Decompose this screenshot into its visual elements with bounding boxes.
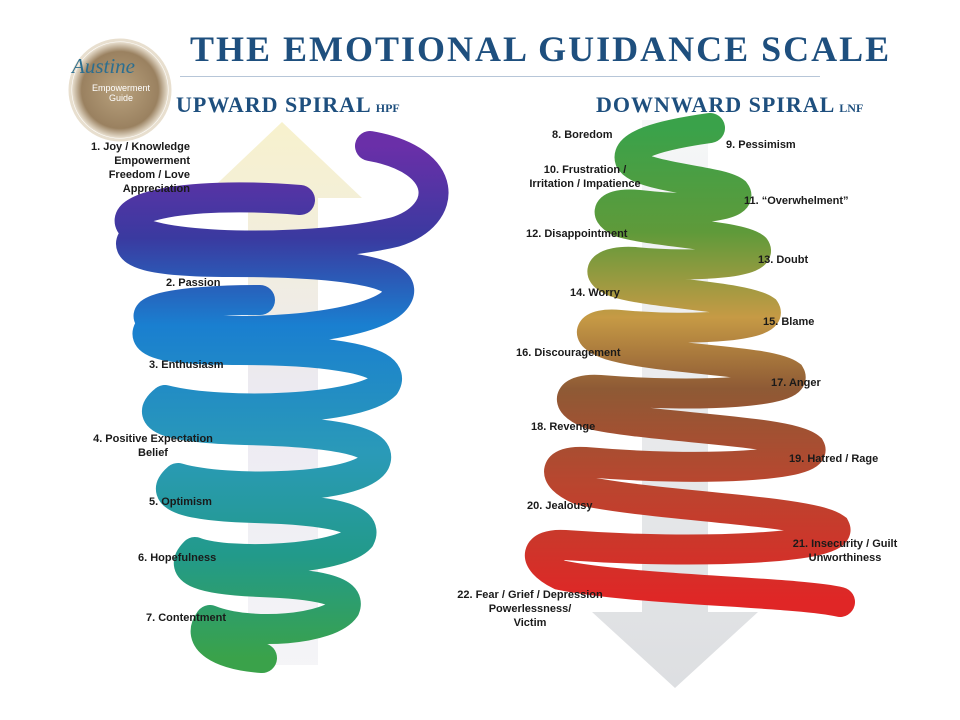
downward-item-18: 18. Revenge [531,421,596,433]
upward-heading-text: UPWARD SPIRAL [176,92,372,117]
downward-item-22-line-3: Victim [513,617,547,629]
upward-item-2: 2. Passion [166,277,221,289]
upward-item-7: 7. Contentment [146,612,227,624]
downward-item-10: 10. Frustration / Irritation / Impatienc… [510,163,660,191]
downward-item-15: 15. Blame [763,316,815,328]
logo-script-text: Austine [72,54,135,78]
upward-item-6: 6. Hopefulness [138,552,217,564]
title-divider [180,76,820,77]
upward-item-3: 3. Enthusiasm [149,359,224,371]
downward-item-10-line-2: Irritation / Impatience [529,178,641,190]
upward-item-1-line-4: Appreciation [122,183,190,195]
downward-item-22-line-2: Powerlessness/ [488,603,572,615]
upward-item-1-line-3: Freedom / Love [108,169,190,181]
downward-item-21-line-2: Unworthiness [808,552,882,564]
upward-item-4-line-2: Belief [138,447,168,459]
downward-item-9: 9. Pessimism [726,139,796,151]
upward-heading-sub: HPF [375,101,400,115]
downward-item-21-line-1: 21. Insecurity / Guilt [792,538,898,550]
downward-item-19: 19. Hatred / Rage [789,453,879,465]
upward-item-1: 1. Joy / Knowledge Empowerment Freedom /… [60,140,190,196]
downward-item-17: 17. Anger [771,377,821,389]
downward-item-11: 11. “Overwhelment” [744,195,849,207]
downward-item-14: 14. Worry [570,287,620,299]
downward-spiral-ribbon [525,113,855,617]
logo-line-2: Guide [108,93,134,103]
downward-item-20: 20. Jealousy [527,500,593,512]
downward-heading-text: DOWNWARD SPIRAL [596,92,836,117]
downward-item-12: 12. Disappointment [526,228,628,240]
downward-item-8: 8. Boredom [552,129,613,141]
upward-item-1-line-1: 1. Joy / Knowledge [90,141,190,153]
upward-spiral-ribbon [114,131,449,673]
logo-emblem [68,38,172,142]
upward-item-5: 5. Optimism [149,496,212,508]
logo-line-1: Empowerment [91,83,151,93]
downward-item-21: 21. Insecurity / Guilt Unworthiness [770,537,920,565]
upward-item-1-line-2: Empowerment [114,155,190,167]
page-title: THE EMOTIONAL GUIDANCE SCALE [190,29,892,69]
downward-item-13: 13. Doubt [758,254,809,266]
logo-subtitle: Empowerment Guide [84,83,158,103]
downward-item-22-line-1: 22. Fear / Grief / Depression [457,589,603,601]
downward-item-22: 22. Fear / Grief / Depression Powerlessn… [440,588,620,630]
upward-item-4: 4. Positive Expectation Belief [78,432,228,460]
downward-heading-sub: LNF [839,101,864,115]
upward-item-4-line-1: 4. Positive Expectation [93,433,213,445]
downward-item-10-line-1: 10. Frustration / [543,164,627,176]
downward-item-16: 16. Discouragement [516,347,621,359]
